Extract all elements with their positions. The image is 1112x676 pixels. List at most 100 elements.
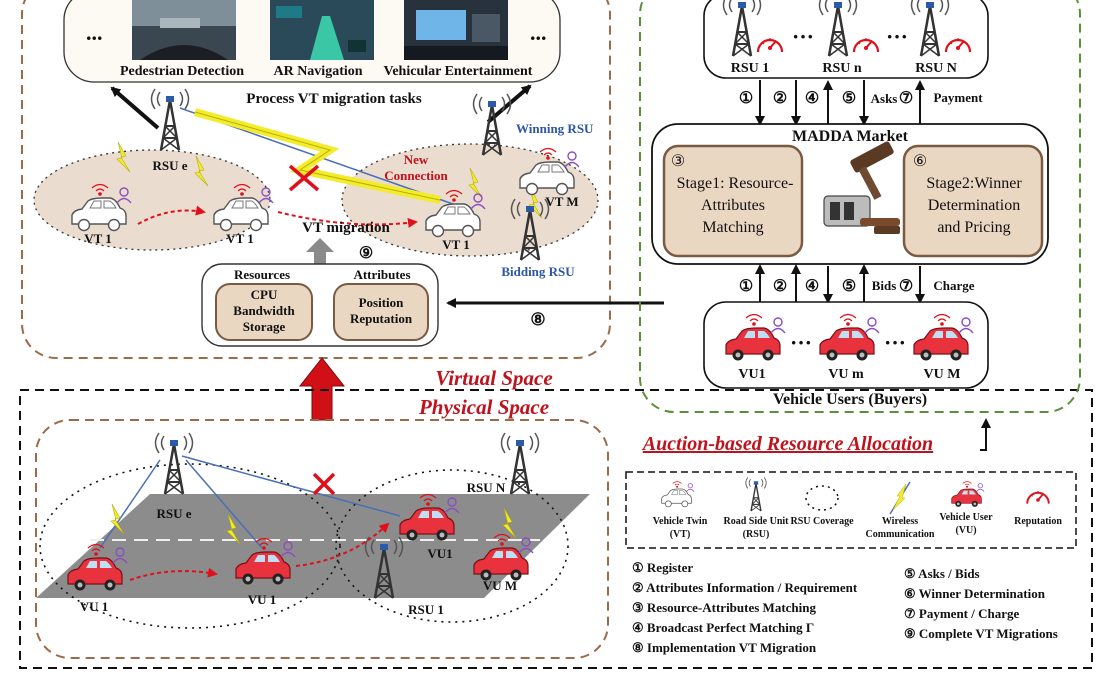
legend-vu-line2: (VU) [955,525,976,536]
bottom-label-charge: Charge [933,278,974,293]
market-rsu-n-label: RSU n [822,61,862,76]
resources-title: Resources [234,267,290,282]
resource-cpu: CPU [251,287,278,302]
resource-bandwidth: Bandwidth [233,303,295,318]
top-label-4: ④ [805,90,819,107]
physical-coverage-left [39,463,341,629]
madda-market-title: MADDA Market [792,128,909,145]
stage2-line-3: and Pricing [937,219,1010,236]
market-rsu-N-label: RSU N [915,61,957,76]
bottom-label-1: ① [739,278,753,295]
stage1-line-1: Stage1: Resource- [677,175,794,192]
market-vu-dots-1: ··· [790,330,812,355]
stage1-line-2: Attributes [701,197,765,214]
rsu-sellers-box [703,0,989,79]
physical-broken-link-cross [312,472,336,496]
step-5: ⑤ Asks / Bids [904,566,980,581]
task-ellipsis-left: ... [86,20,103,45]
stage1-number: ③ [671,153,685,170]
step-4: ④ Broadcast Perfect Matching Γ [632,620,814,635]
task-pedestrian-thumbnail [132,0,236,60]
task-label-ar: AR Navigation [273,64,362,79]
physical-vum-label: VU M [483,578,517,593]
auction-frame [639,0,1081,413]
bottom-label-2: ② [773,278,787,295]
task-entertainment-thumbnail [404,0,508,60]
legend-rsu-line2: (RSU) [743,529,770,540]
physical-link-blue-2 [185,459,263,549]
legend-wireless-icon [889,481,911,515]
step-8: ⑧ Implementation VT Migration [632,640,817,655]
step-2: ② Attributes Information / Requirement [632,580,858,595]
physical-rsu-n-label: RSU N [467,480,506,495]
resources-box [215,283,313,341]
vt1-right-label: VT 1 [442,237,470,252]
bottom-label-5: ⑤ [842,278,856,295]
vtm-label: VT M [545,194,578,209]
virtual-rsu-e-label: RSU e [152,158,187,173]
vt1-middle-label: VT 1 [226,231,254,246]
legend-reputation-label: Reputation [1014,516,1062,527]
step-9: ⑨ Complete VT Migrations [904,626,1058,641]
top-label-asks: Asks [871,91,898,106]
winning-rsu-label: Winning RSU [516,121,594,136]
stage1-line-3: Matching [702,219,763,236]
legend-vt-line2: (VT) [670,529,691,540]
task-ar-navigation-thumbnail [270,0,374,60]
grey-up-arrow [306,238,334,264]
attributes-title: Attributes [353,267,410,282]
physical-vu1-right-label: VU1 [427,546,452,561]
bottom-label-7: ⑦ [899,278,913,295]
physical-rsu-1-label: RSU 1 [408,602,444,617]
stage1-box [662,144,804,258]
stage2-line-2: Determination [928,197,1020,214]
auction-label: Auction-based Resource Allocation [641,433,933,455]
circled-8: ⑧ [530,310,545,329]
new-connection-line2: Connection [384,168,448,183]
legend-box [625,471,1077,549]
virtual-broken-link-cross [288,164,320,192]
stage2-line-1: Stage2:Winner [926,175,1022,192]
task-label-pedestrian: Pedestrian Detection [120,64,244,79]
market-vu-dots-2: ··· [884,330,906,355]
buyers-label: Vehicle Users (Buyers) [773,391,927,408]
physical-space-label: Physical Space [418,395,549,419]
legend-vt-line1: Vehicle Twin [653,516,708,527]
physical-rsu-e-label: RSU e [156,506,191,521]
arrow-to-tasks-left [110,86,160,130]
resource-storage: Storage [243,319,286,334]
legend-wireless-line1: Wireless [882,516,918,527]
virtual-migration-arrow-2 [277,211,418,228]
attributes-box [333,283,429,341]
market-vu1-label: VU1 [738,367,765,382]
virtual-space-label: Virtual Space [435,366,552,390]
physical-migration-arrow-2 [295,522,390,567]
step-6: ⑥ Winner Determination [904,586,1046,601]
top-label-5: ⑤ [842,90,856,107]
physical-link-blue [181,455,401,517]
vt1-left-label: VT 1 [84,231,112,246]
virtual-rsu-e-tower [150,87,190,152]
market-vuM-label: VU M [924,367,961,382]
legend-coverage-icon [805,485,839,511]
legend-rsu-line1: Road Side Unit [723,516,789,527]
virtual-space-frame [21,0,611,359]
top-label-7: ⑦ [899,90,913,107]
top-label-payment: Payment [933,90,983,105]
market-vum-label: VU m [828,367,864,382]
market-rsu-1-label: RSU 1 [731,61,770,76]
top-label-2: ② [773,90,787,107]
physical-vu1-left-label: VU 1 [80,599,109,614]
task-ellipsis-right: ... [530,20,547,45]
attribute-reputation: Reputation [350,311,413,326]
legend-coverage-label: RSU Coverage [790,516,854,527]
process-vt-label: Process VT migration tasks [246,91,422,107]
new-connection-line1: New [404,152,429,167]
step-3: ③ Resource-Attributes Matching [632,600,816,615]
attribute-position: Position [359,295,405,310]
physical-coverage-right [335,469,569,623]
market-rsu-dots-1: ··· [792,24,814,49]
legend-vu-line1: Vehicle User [939,512,993,523]
